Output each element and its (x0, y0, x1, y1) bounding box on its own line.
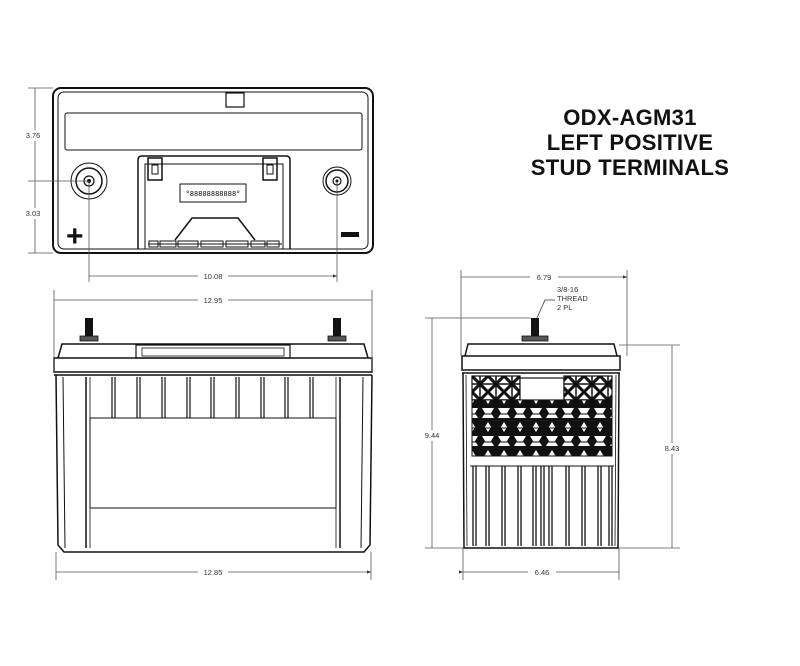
title-polarity: LEFT POSITIVE (546, 130, 714, 155)
negative-post (333, 318, 341, 338)
dim-top-length: 12.95 (204, 296, 223, 305)
dim-overall-height: 9.44 (425, 431, 440, 440)
negative-symbol (341, 232, 359, 237)
dim-end-top-width: 6.79 (537, 273, 552, 282)
end-post (531, 318, 539, 338)
dim-case-height: 8.43 (665, 444, 680, 453)
callout-line-1: 3/8-16 (557, 285, 578, 294)
positive-post (85, 318, 93, 338)
end-view: 3/8-16 THREAD 2 PL 6.79 9.44 8.43 6.46 (420, 270, 684, 580)
dim-upper-height: 3.76 (26, 131, 41, 140)
title-terminal-type: STUD TERMINALS (530, 155, 730, 180)
positive-symbol: + (66, 220, 84, 253)
callout-line-3: 2 PL (557, 303, 572, 312)
title-model: ODX-AGM31 (563, 105, 697, 130)
top-view: + °88888888888° (20, 87, 374, 282)
side-view: 12.95 12.85 (53, 290, 373, 580)
dim-terminal-spacing: 10.08 (204, 272, 223, 281)
svg-text:°88888888888°: °88888888888° (186, 190, 241, 198)
dim-lower-height: 3.03 (26, 209, 41, 218)
dim-end-bottom-width: 6.46 (535, 568, 550, 577)
dim-bottom-length: 12.85 (204, 568, 223, 577)
callout-line-2: THREAD (557, 294, 588, 303)
